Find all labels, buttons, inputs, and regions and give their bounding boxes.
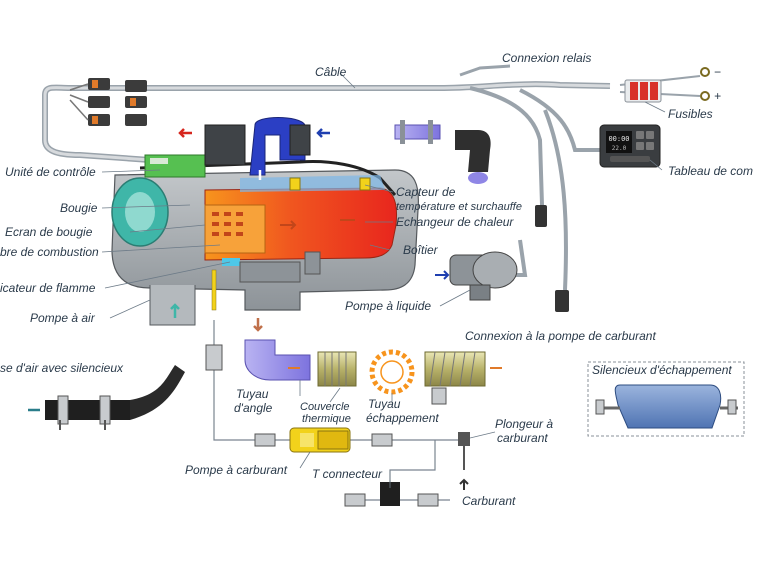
- exhaust-pipe: [424, 351, 486, 405]
- label-t-connector: T connecteur: [312, 467, 383, 481]
- liquid-pump: [449, 205, 569, 312]
- label-thermal-cover-1: Couvercle: [300, 401, 350, 413]
- label-plus: +: [714, 89, 721, 103]
- label-air-pump: Pompe à air: [30, 311, 96, 325]
- heater-body: [111, 117, 420, 326]
- label-fuel-pump: Pompe à carburant: [185, 463, 288, 477]
- thermal-cover: [317, 349, 415, 395]
- coolant-pipe: [394, 120, 491, 184]
- label-air-intake-silencer: se d'air avec silencieux: [0, 361, 124, 375]
- wire-connectors: [69, 78, 147, 126]
- label-flame-indicator: icateur de flamme: [0, 281, 96, 295]
- fuel-dip-tube: [458, 432, 470, 490]
- control-panel: 00:00 22.0: [599, 124, 661, 168]
- label-combustion-chamber: bre de combustion: [0, 245, 99, 259]
- labels: Câble Connexion relais − + Fusibles Tabl…: [0, 51, 753, 508]
- label-fuel-dip-1: Plongeur à: [495, 417, 553, 431]
- label-fuel-pump-connection: Connexion à la pompe de carburant: [465, 329, 656, 343]
- label-heat-exchanger: Echangeur de chaleur: [396, 215, 514, 229]
- panel-display-line2: 22.0: [612, 145, 627, 152]
- label-fuel-dip-2: carburant: [497, 431, 548, 445]
- label-control-unit: Unité de contrôle: [5, 165, 96, 179]
- label-control-panel: Tableau de com: [668, 164, 753, 178]
- exhaust-silencer-box: [587, 361, 745, 437]
- label-exhaust-silencer: Silencieux d'échappement: [592, 363, 732, 377]
- air-intake-silencer: [45, 365, 185, 430]
- label-minus: −: [714, 65, 721, 79]
- label-fuel: Carburant: [462, 494, 516, 508]
- label-exhaust-pipe-2: échappement: [366, 411, 439, 425]
- fuel-pump: [289, 427, 351, 453]
- label-glow-plug-screen: Ecran de bougie: [5, 225, 93, 239]
- label-elbow-pipe-2: d'angle: [234, 401, 273, 415]
- label-thermal-cover-2: thermique: [302, 413, 351, 425]
- label-temp-sensor-2: température et surchauffe: [396, 201, 522, 213]
- label-fuses: Fusibles: [668, 107, 713, 121]
- elbow-pipe: [244, 339, 311, 381]
- label-exhaust-pipe-1: Tuyau: [368, 397, 401, 411]
- label-temp-sensor-1: Capteur de: [396, 185, 456, 199]
- label-liquid-pump: Pompe à liquide: [345, 299, 431, 313]
- panel-display-line1: 00:00: [608, 135, 629, 143]
- fuses: [624, 67, 710, 103]
- label-cable: Câble: [315, 65, 347, 79]
- label-glow-plug: Bougie: [60, 201, 98, 215]
- leader-lines: [101, 72, 666, 488]
- label-housing: Boîtier: [403, 243, 439, 257]
- label-elbow-pipe-1: Tuyau: [236, 387, 269, 401]
- label-relay-connection: Connexion relais: [502, 51, 591, 65]
